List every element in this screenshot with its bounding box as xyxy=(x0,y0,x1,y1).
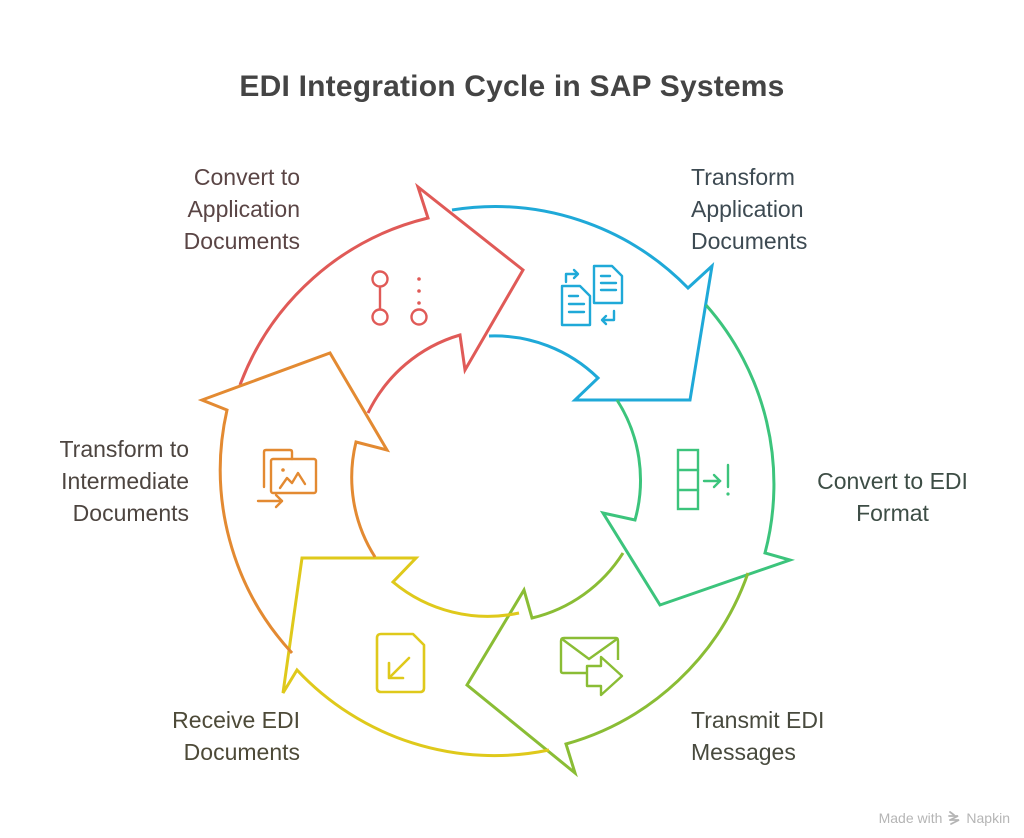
napkin-watermark: Made with Napkin xyxy=(879,810,1010,826)
cycle-segment-transform-intermediate xyxy=(197,351,391,655)
step-label-transmit-edi: Transmit EDI Messages xyxy=(691,707,825,765)
cycle-segment-receive-edi xyxy=(281,556,550,758)
document-swap-icon xyxy=(560,264,624,327)
cycle-segment-transform-application xyxy=(451,205,715,402)
document-receive-icon xyxy=(375,632,426,694)
watermark-brand: Napkin xyxy=(966,810,1010,826)
image-transfer-icon xyxy=(256,448,318,509)
diagram-title: EDI Integration Cycle in SAP Systems xyxy=(239,70,785,103)
cycle-segment-convert-to-application xyxy=(238,182,525,414)
step-label-transform-intermediate: Transform to Intermediate Documents xyxy=(59,436,189,526)
mail-send-icon xyxy=(559,636,624,697)
step-label-receive-edi: Receive EDI Documents xyxy=(172,707,300,765)
step-label-convert-to-edi: Convert to EDI Format xyxy=(817,468,968,526)
step-label-transform-application: Transform Application Documents xyxy=(691,164,808,254)
cycle-segment-transmit-edi xyxy=(465,552,750,778)
napkin-logo-icon xyxy=(948,811,960,825)
process-flow-icon xyxy=(371,270,428,326)
step-label-convert-to-application: Convert to Application Documents xyxy=(183,164,300,254)
watermark-prefix: Made with xyxy=(878,810,943,826)
cycle-segment-convert-to-edi xyxy=(599,304,796,607)
data-convert-icon xyxy=(676,448,730,511)
